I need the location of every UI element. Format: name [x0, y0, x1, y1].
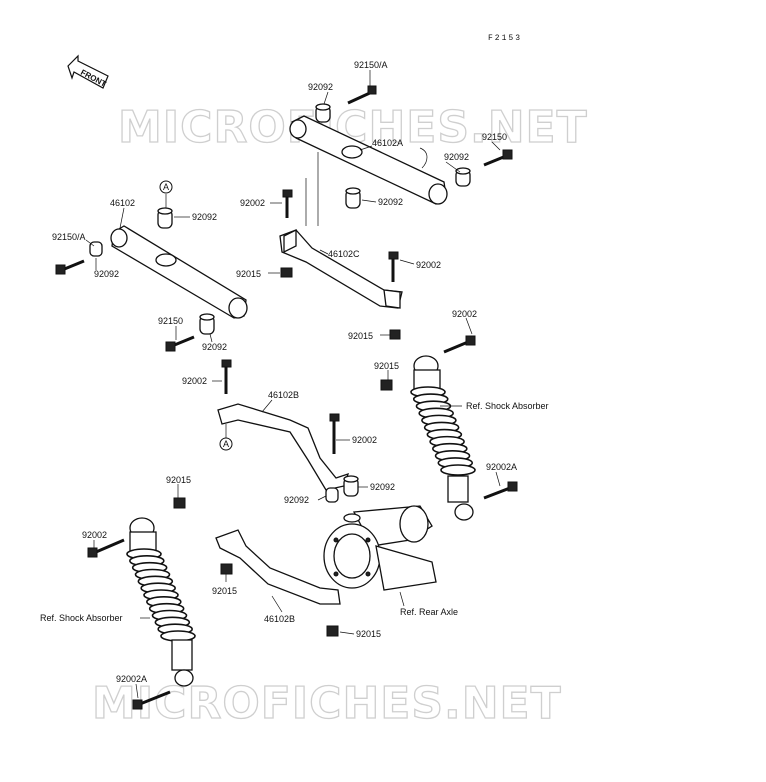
callout-46102c: 46102C: [328, 249, 360, 259]
callout-46102a: 46102A: [372, 138, 403, 148]
nut-92015-center: [280, 267, 293, 278]
reference-labels: Ref. Shock Absorber Ref. Shock Absorber …: [40, 401, 549, 623]
nut-92015-right-shock: [380, 379, 393, 391]
bushing-92092-d: [157, 207, 173, 229]
ref-rear-axle: Ref. Rear Axle: [400, 607, 458, 617]
callout-92092-center: 92092: [378, 197, 403, 207]
bushing-92092-a: [315, 103, 331, 123]
callout-92002-center-top: 92002: [240, 198, 265, 208]
callout-92092-right: 92092: [444, 152, 469, 162]
bolt-92002-mid-left: [221, 359, 232, 394]
svg-text:A: A: [163, 182, 169, 192]
bolt-92150a-left: [55, 259, 85, 275]
figure-code: F2153: [488, 34, 522, 43]
bolt-92002-center-top: [282, 189, 293, 218]
upper-arm-46102a: [289, 115, 448, 205]
rear-axle-housing: [323, 505, 437, 591]
arm-46102: [110, 225, 248, 319]
bushing-92092-c: [345, 187, 361, 209]
arm-46102b-upper: [217, 403, 350, 491]
callout-92150a-top: 92150/A: [354, 60, 388, 70]
bushing-92092-b: [455, 167, 471, 187]
callout-92150-right: 92150: [482, 132, 507, 142]
reference-marker-a-bottom: A: [219, 424, 233, 451]
callout-92002-center-right: 92002: [416, 260, 441, 270]
bolt-92150-right: [483, 149, 513, 167]
bolt-92002a-left-shock: [132, 690, 171, 710]
callout-92002-mid-right: 92002: [352, 435, 377, 445]
bolt-92002-center-right: [388, 251, 399, 282]
callout-92002-right-shock: 92002: [452, 309, 477, 319]
callout-92015-lower-right: 92015: [356, 629, 381, 639]
nut-92015-center-right: [389, 329, 401, 340]
bushing-92092-f: [199, 313, 215, 335]
callout-46102b-upper: 46102B: [268, 390, 299, 400]
callout-92002-mid-left: 92002: [182, 376, 207, 386]
bushing-92092-g: [343, 475, 359, 497]
bolt-92002-right-shock: [443, 335, 476, 354]
callout-92015-right-shock: 92015: [374, 361, 399, 371]
ref-shock-absorber-right: Ref. Shock Absorber: [466, 401, 549, 411]
callout-92015-center: 92015: [236, 269, 261, 279]
callout-92092-left-top: 92092: [192, 212, 217, 222]
reference-marker-a-top: A: [159, 180, 173, 208]
nut-92015-lower-left: [220, 563, 233, 575]
callout-92092-mid-right: 92092: [370, 482, 395, 492]
svg-text:A: A: [223, 439, 229, 449]
bolt-92150a-top: [347, 85, 377, 105]
callout-92002a-right: 92002A: [486, 462, 517, 472]
callout-92015-lower-left: 92015: [212, 586, 237, 596]
callout-labels: 92150/A 92092 46102A 92150 92092 92092 9…: [52, 60, 517, 684]
callout-92092-left-bottom: 92092: [202, 342, 227, 352]
callout-92150a-left: 92150/A: [52, 232, 86, 242]
bolt-92002-left-shock: [87, 538, 125, 558]
callout-92002-left-shock: 92002: [82, 530, 107, 540]
nut-92015-left-shock: [173, 497, 186, 509]
callout-92002a-left: 92002A: [116, 674, 147, 684]
ref-shock-absorber-left: Ref. Shock Absorber: [40, 613, 123, 623]
bolt-92150-left: [165, 335, 195, 352]
shock-absorber-right: [410, 355, 476, 521]
shock-absorber-left: [126, 517, 196, 687]
callout-46102b-lower: 46102B: [264, 614, 295, 624]
nut-92015-lower-right: [326, 625, 339, 637]
watermark-bottom: MICROFICHES.NET: [92, 678, 562, 729]
arm-46102c: [279, 228, 403, 309]
callout-92092-top: 92092: [308, 82, 333, 92]
arm-46102b-lower: [215, 529, 341, 605]
callout-92150-left: 92150: [158, 316, 183, 326]
leader-lines: [85, 70, 501, 699]
callout-92015-left-shock: 92015: [166, 475, 191, 485]
bushing-92092-h: [325, 487, 339, 503]
front-arrow-icon: FRONT: [67, 54, 109, 89]
callout-46102: 46102: [110, 198, 135, 208]
bolt-92002-mid-right: [329, 413, 340, 454]
bolt-92002a-right-shock: [483, 481, 518, 500]
callout-92092-left: 92092: [94, 269, 119, 279]
callout-92015-center-right: 92015: [348, 331, 373, 341]
callout-92092-mid-left: 92092: [284, 495, 309, 505]
